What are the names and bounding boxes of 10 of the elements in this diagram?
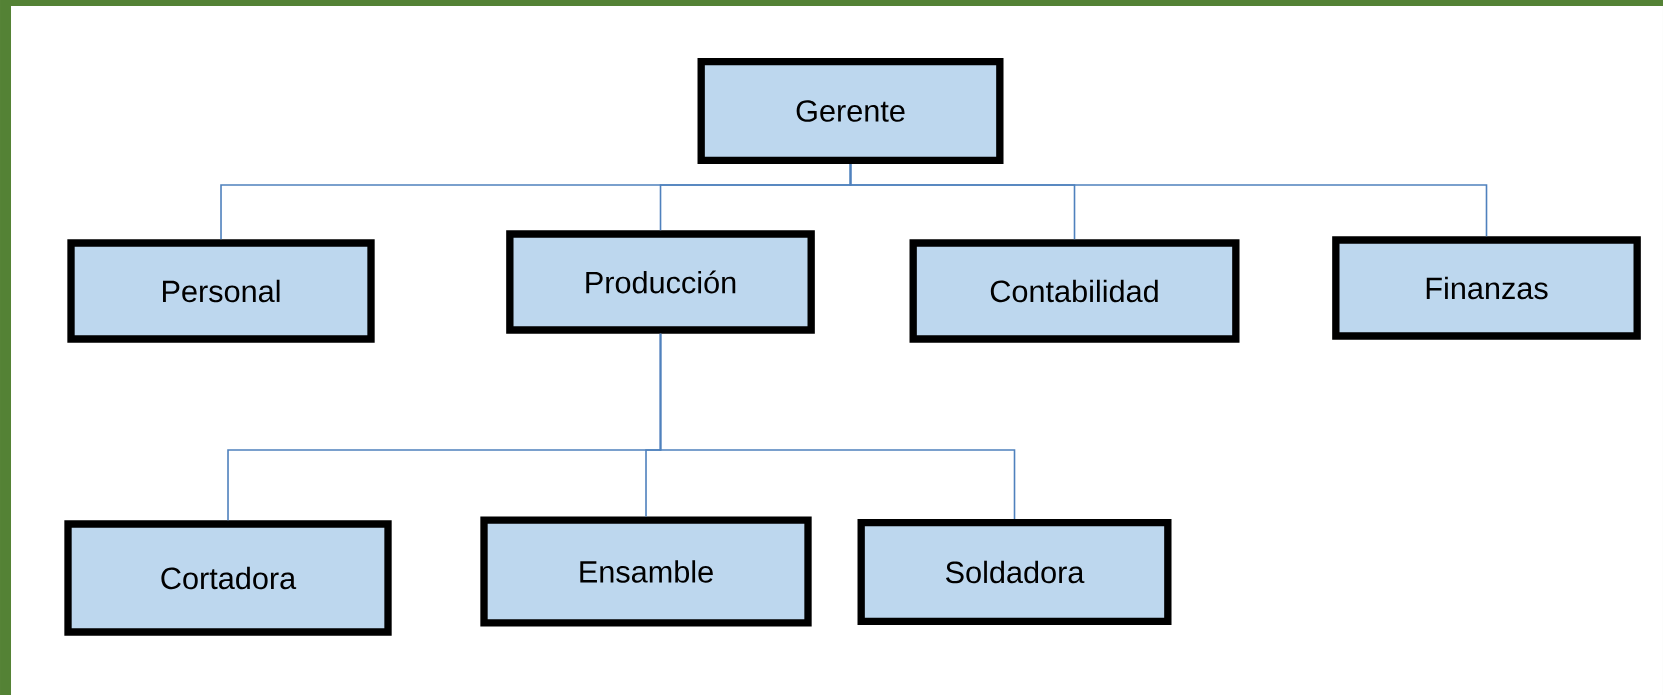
org-box: Ensamble bbox=[480, 516, 812, 627]
org-box: Cortadora bbox=[64, 520, 392, 636]
org-box: Gerente bbox=[697, 58, 1004, 164]
org-box: Soldadora bbox=[857, 519, 1172, 625]
connector-line bbox=[659, 332, 1016, 520]
org-box: Personal bbox=[67, 239, 375, 343]
org-box: Finanzas bbox=[1332, 236, 1641, 340]
org-box: Producción bbox=[506, 230, 815, 334]
org-box: Contabilidad bbox=[909, 239, 1240, 343]
connector-line bbox=[849, 163, 1488, 238]
